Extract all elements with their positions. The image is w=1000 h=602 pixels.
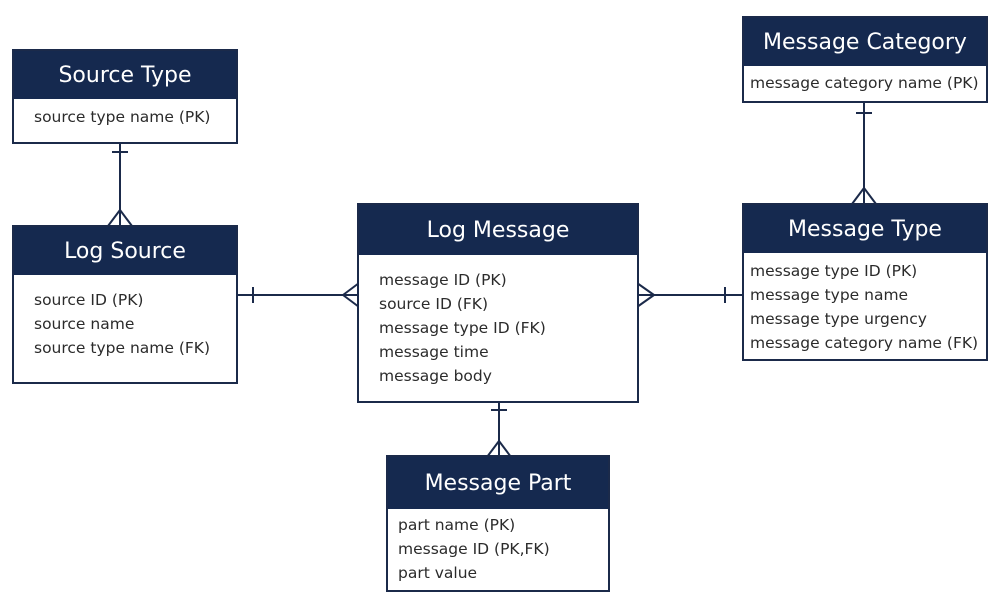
attribute: source ID (PK) <box>34 291 144 309</box>
rel-log-message-message-part <box>486 401 512 458</box>
attribute: source ID (FK) <box>379 295 489 313</box>
entity-title: Log Source <box>14 227 236 275</box>
attribute: part name (PK) <box>398 516 516 534</box>
rel-message-type-log-message <box>636 282 743 308</box>
entity-attributes: source type name (PK) <box>14 99 236 129</box>
attribute: source name <box>34 315 135 333</box>
entity-attributes: part name (PK) message ID (PK,FK) part v… <box>388 509 608 585</box>
entity-attributes: source ID (PK) source name source type n… <box>14 275 236 360</box>
entity-title: Log Message <box>359 205 637 255</box>
entity-log-message[interactable]: Log Message message ID (PK) source ID (F… <box>357 203 639 403</box>
entity-title: Message Type <box>744 205 986 253</box>
entity-message-part[interactable]: Message Part part name (PK) message ID (… <box>386 455 610 592</box>
rel-log-source-log-message <box>237 282 360 308</box>
attribute: message type ID (FK) <box>379 319 546 337</box>
attribute: message category name (FK) <box>750 334 979 352</box>
entity-title: Source Type <box>14 51 236 99</box>
entity-attributes: message category name (PK) <box>744 66 986 95</box>
attribute: message category name (PK) <box>750 74 979 92</box>
entity-title: Message Category <box>744 18 986 66</box>
attribute: message time <box>379 343 489 361</box>
attribute: part value <box>398 564 478 582</box>
attribute: message body <box>379 367 492 385</box>
rel-source-type-log-source <box>107 143 133 227</box>
attribute: source type name (FK) <box>34 339 211 357</box>
entity-attributes: message ID (PK) source ID (FK) message t… <box>359 255 637 388</box>
attribute: message type name <box>750 286 909 304</box>
rel-message-category-message-type <box>851 102 877 205</box>
attribute: message type urgency <box>750 310 927 328</box>
attribute: message ID (PK) <box>379 271 507 289</box>
entity-log-source[interactable]: Log Source source ID (PK) source name so… <box>12 225 238 384</box>
attribute: message type ID (PK) <box>750 262 918 280</box>
entity-attributes: message type ID (PK) message type name m… <box>744 253 986 355</box>
entity-message-type[interactable]: Message Type message type ID (PK) messag… <box>742 203 988 361</box>
entity-message-category[interactable]: Message Category message category name (… <box>742 16 988 103</box>
attribute: message ID (PK,FK) <box>398 540 550 558</box>
entity-title: Message Part <box>388 457 608 509</box>
entity-source-type[interactable]: Source Type source type name (PK) <box>12 49 238 144</box>
attribute: source type name (PK) <box>34 108 211 126</box>
